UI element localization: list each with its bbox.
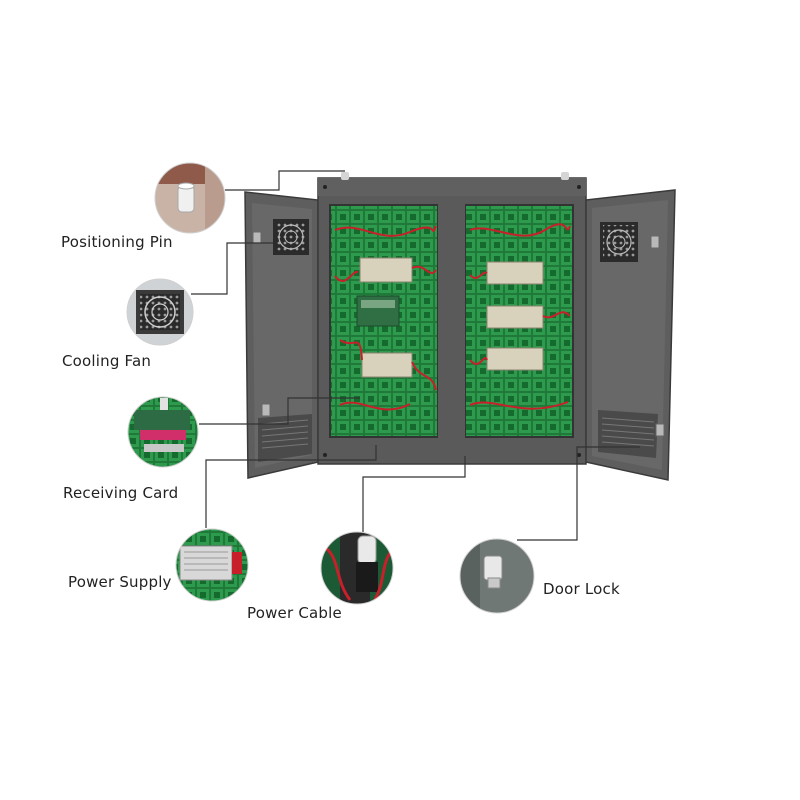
leader-receiving-card: [199, 397, 360, 425]
leader-positioning-pin: [225, 170, 345, 191]
power-cables: [334, 223, 571, 411]
label-positioning-pin: Positioning Pin: [61, 233, 173, 251]
label-power-supply: Power Supply: [68, 573, 172, 591]
positioning-pin-thumbnail: [154, 162, 226, 234]
power-supply-thumbnail: [175, 528, 249, 602]
receiving-card-thumbnail: [127, 396, 199, 468]
leader-power-supply: [205, 445, 377, 528]
leader-door-lock: [517, 446, 640, 541]
leader-power-cable: [362, 456, 466, 535]
right-power-supplies: [486, 261, 544, 371]
left-power-supplies: [356, 257, 413, 378]
power-cable-thumbnail: [320, 531, 394, 605]
label-cooling-fan: Cooling Fan: [62, 352, 152, 370]
label-power-cable: Power Cable: [247, 604, 342, 622]
label-door-lock: Door Lock: [543, 580, 620, 598]
label-receiving-card: Receiving Card: [63, 484, 179, 502]
cabinet: [244, 172, 676, 481]
leader-lines: [191, 170, 640, 541]
door-lock-thumbnail: [459, 538, 535, 614]
leader-cooling-fan: [191, 242, 273, 295]
cooling-fan-thumbnail: [126, 278, 194, 346]
